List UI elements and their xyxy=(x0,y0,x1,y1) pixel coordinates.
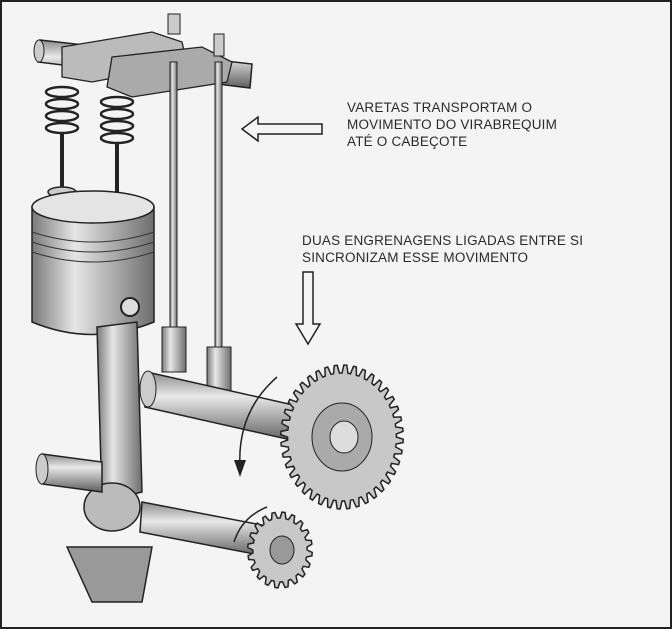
crankshaft-gear xyxy=(247,511,313,589)
camshaft-gear xyxy=(280,364,404,510)
annotation-line: ATÉ O CABEÇOTE xyxy=(347,134,468,149)
pushrods xyxy=(161,61,232,393)
gears-annotation: DUAS ENGRENAGENS LIGADAS ENTRE SI SINCRO… xyxy=(302,232,583,266)
annotation-line: MOVIMENTO DO VIRABREQUIM xyxy=(347,117,558,132)
annotation-line: SINCRONIZAM ESSE MOVIMENTO xyxy=(302,250,529,265)
connecting-rod xyxy=(83,321,143,532)
down-arrow-icon xyxy=(294,271,322,346)
rotation-arrow-icon xyxy=(239,376,278,468)
annotation-line: DUAS ENGRENAGENS LIGADAS ENTRE SI xyxy=(302,233,584,248)
crankshaft xyxy=(35,453,273,603)
annotation-line: VARETAS TRANSPORTAM O xyxy=(347,100,533,115)
valve-springs xyxy=(44,85,135,206)
arrowhead-icon xyxy=(234,460,246,477)
pushrods-annotation: VARETAS TRANSPORTAM O MOVIMENTO DO VIRAB… xyxy=(347,99,557,150)
rocker-shaft xyxy=(33,13,253,98)
left-arrow-icon xyxy=(240,115,323,143)
rotation-arrow-icon xyxy=(233,506,268,543)
piston xyxy=(31,190,155,336)
